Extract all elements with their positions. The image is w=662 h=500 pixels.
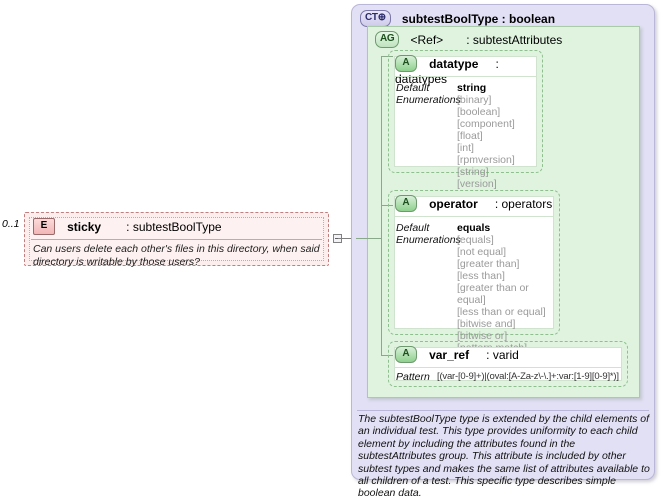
facet-enum-value: [less than] xyxy=(457,270,505,282)
tree-branch-operator xyxy=(381,205,393,206)
facet-enum-value: [version] xyxy=(457,178,497,190)
facet-enum-value: [string] xyxy=(457,166,489,178)
facet-label-default: Default xyxy=(396,222,430,234)
facet-enum-value: [bitwise or] xyxy=(457,330,508,342)
facet-enum-value: [float] xyxy=(457,130,483,142)
element-type: : subtestBoolType xyxy=(126,219,222,234)
attribute-name: datatype xyxy=(429,56,479,71)
facet-enum-value: [greater than] xyxy=(457,258,520,270)
attribute-header-operator: A operator : operators xyxy=(395,195,552,213)
facet-values-operator: equals [equals] [not equal] [greater tha… xyxy=(457,222,559,354)
occurrence-indicator: 0..1 xyxy=(2,218,20,230)
tree-entry-line xyxy=(356,238,382,239)
facet-values-datatype: string [binary] [boolean] [component] [f… xyxy=(457,82,515,190)
complextype-badge-icon: CT⊕ xyxy=(360,10,391,27)
tree-branch-varref xyxy=(381,355,393,356)
attributegroup-header: AG <Ref> : subtestAttributes xyxy=(375,31,562,49)
facet-enum-value: [greater than or equal] xyxy=(457,282,529,306)
attribute-card-var-ref xyxy=(394,347,622,381)
documentation-divider xyxy=(357,410,649,411)
attribute-node-operator[interactable]: A operator : operators Default Enumerati… xyxy=(388,190,560,354)
attribute-badge-icon: A xyxy=(395,55,417,72)
facet-enum-value: [bitwise and] xyxy=(457,318,516,330)
facet-enum-value: [boolean] xyxy=(457,106,501,118)
facet-enum-value: [not equal] xyxy=(457,246,507,258)
attribute-badge-icon: A xyxy=(395,346,417,363)
element-name: sticky xyxy=(67,219,102,234)
facet-label-enumerations: Enumerations xyxy=(396,234,461,246)
attribute-type: : operators xyxy=(494,196,553,211)
facet-label-enumerations: Enumerations xyxy=(396,94,461,106)
element-documentation: Can users delete each other's files in t… xyxy=(33,243,320,268)
attribute-type: : varid xyxy=(486,347,519,362)
complextype-title: subtestBoolType : boolean xyxy=(401,11,556,26)
attributegroup-ref: <Ref> xyxy=(410,32,444,47)
attribute-badge-icon: A xyxy=(395,195,417,212)
facet-label-default: Default xyxy=(396,82,430,94)
facet-label-pattern: Pattern xyxy=(396,371,430,383)
facet-enum-value: [less than or equal] xyxy=(457,306,546,318)
facet-enum-value: [component] xyxy=(457,118,515,130)
facet-pattern-value: [(var-[0-9]+)|(oval:[A-Za-z\-\.]+:var:[1… xyxy=(437,371,619,382)
attribute-name: operator xyxy=(429,196,478,211)
element-node-sticky[interactable]: E sticky : subtestBoolType Can users del… xyxy=(24,212,329,268)
attribute-node-var-ref[interactable]: A var_ref : varid Pattern [(var-[0-9]+)|… xyxy=(388,341,628,387)
attribute-type: : datatypes xyxy=(395,56,499,87)
element-badge-icon: E xyxy=(33,218,55,235)
element-header: E sticky : subtestBoolType xyxy=(33,218,322,237)
connector-line xyxy=(338,238,356,239)
attribute-header-var-ref: A var_ref : varid xyxy=(395,346,519,364)
attributegroup-type: : subtestAttributes xyxy=(466,32,563,47)
facet-default-value: string xyxy=(457,82,487,94)
attribute-header-datatype: A datatype : datatypes xyxy=(395,55,542,86)
facet-default-value: equals xyxy=(457,222,491,234)
attribute-card-operator xyxy=(394,196,554,329)
attribute-divider xyxy=(395,367,621,368)
attribute-divider xyxy=(395,76,536,77)
attribute-node-datatype[interactable]: A datatype : datatypes Default Enumerati… xyxy=(388,50,543,190)
attributegroup-badge-icon: AG xyxy=(375,31,400,48)
attribute-divider xyxy=(395,216,553,217)
schema-diagram-canvas: 0..1 E sticky : subtestBoolType Can user… xyxy=(2,4,655,499)
element-divider xyxy=(31,239,322,240)
facet-enum-value: [equals] xyxy=(457,234,494,246)
attribute-card-datatype xyxy=(394,56,537,167)
facet-enum-value: [binary] xyxy=(457,94,492,106)
tree-branch-datatype xyxy=(381,56,393,57)
complextype-documentation: The subtestBoolType type is extended by … xyxy=(358,413,650,500)
facet-enum-value: [rpmversion] xyxy=(457,154,515,166)
facet-enum-value: [int] xyxy=(457,142,474,154)
attribute-name: var_ref xyxy=(429,347,470,362)
